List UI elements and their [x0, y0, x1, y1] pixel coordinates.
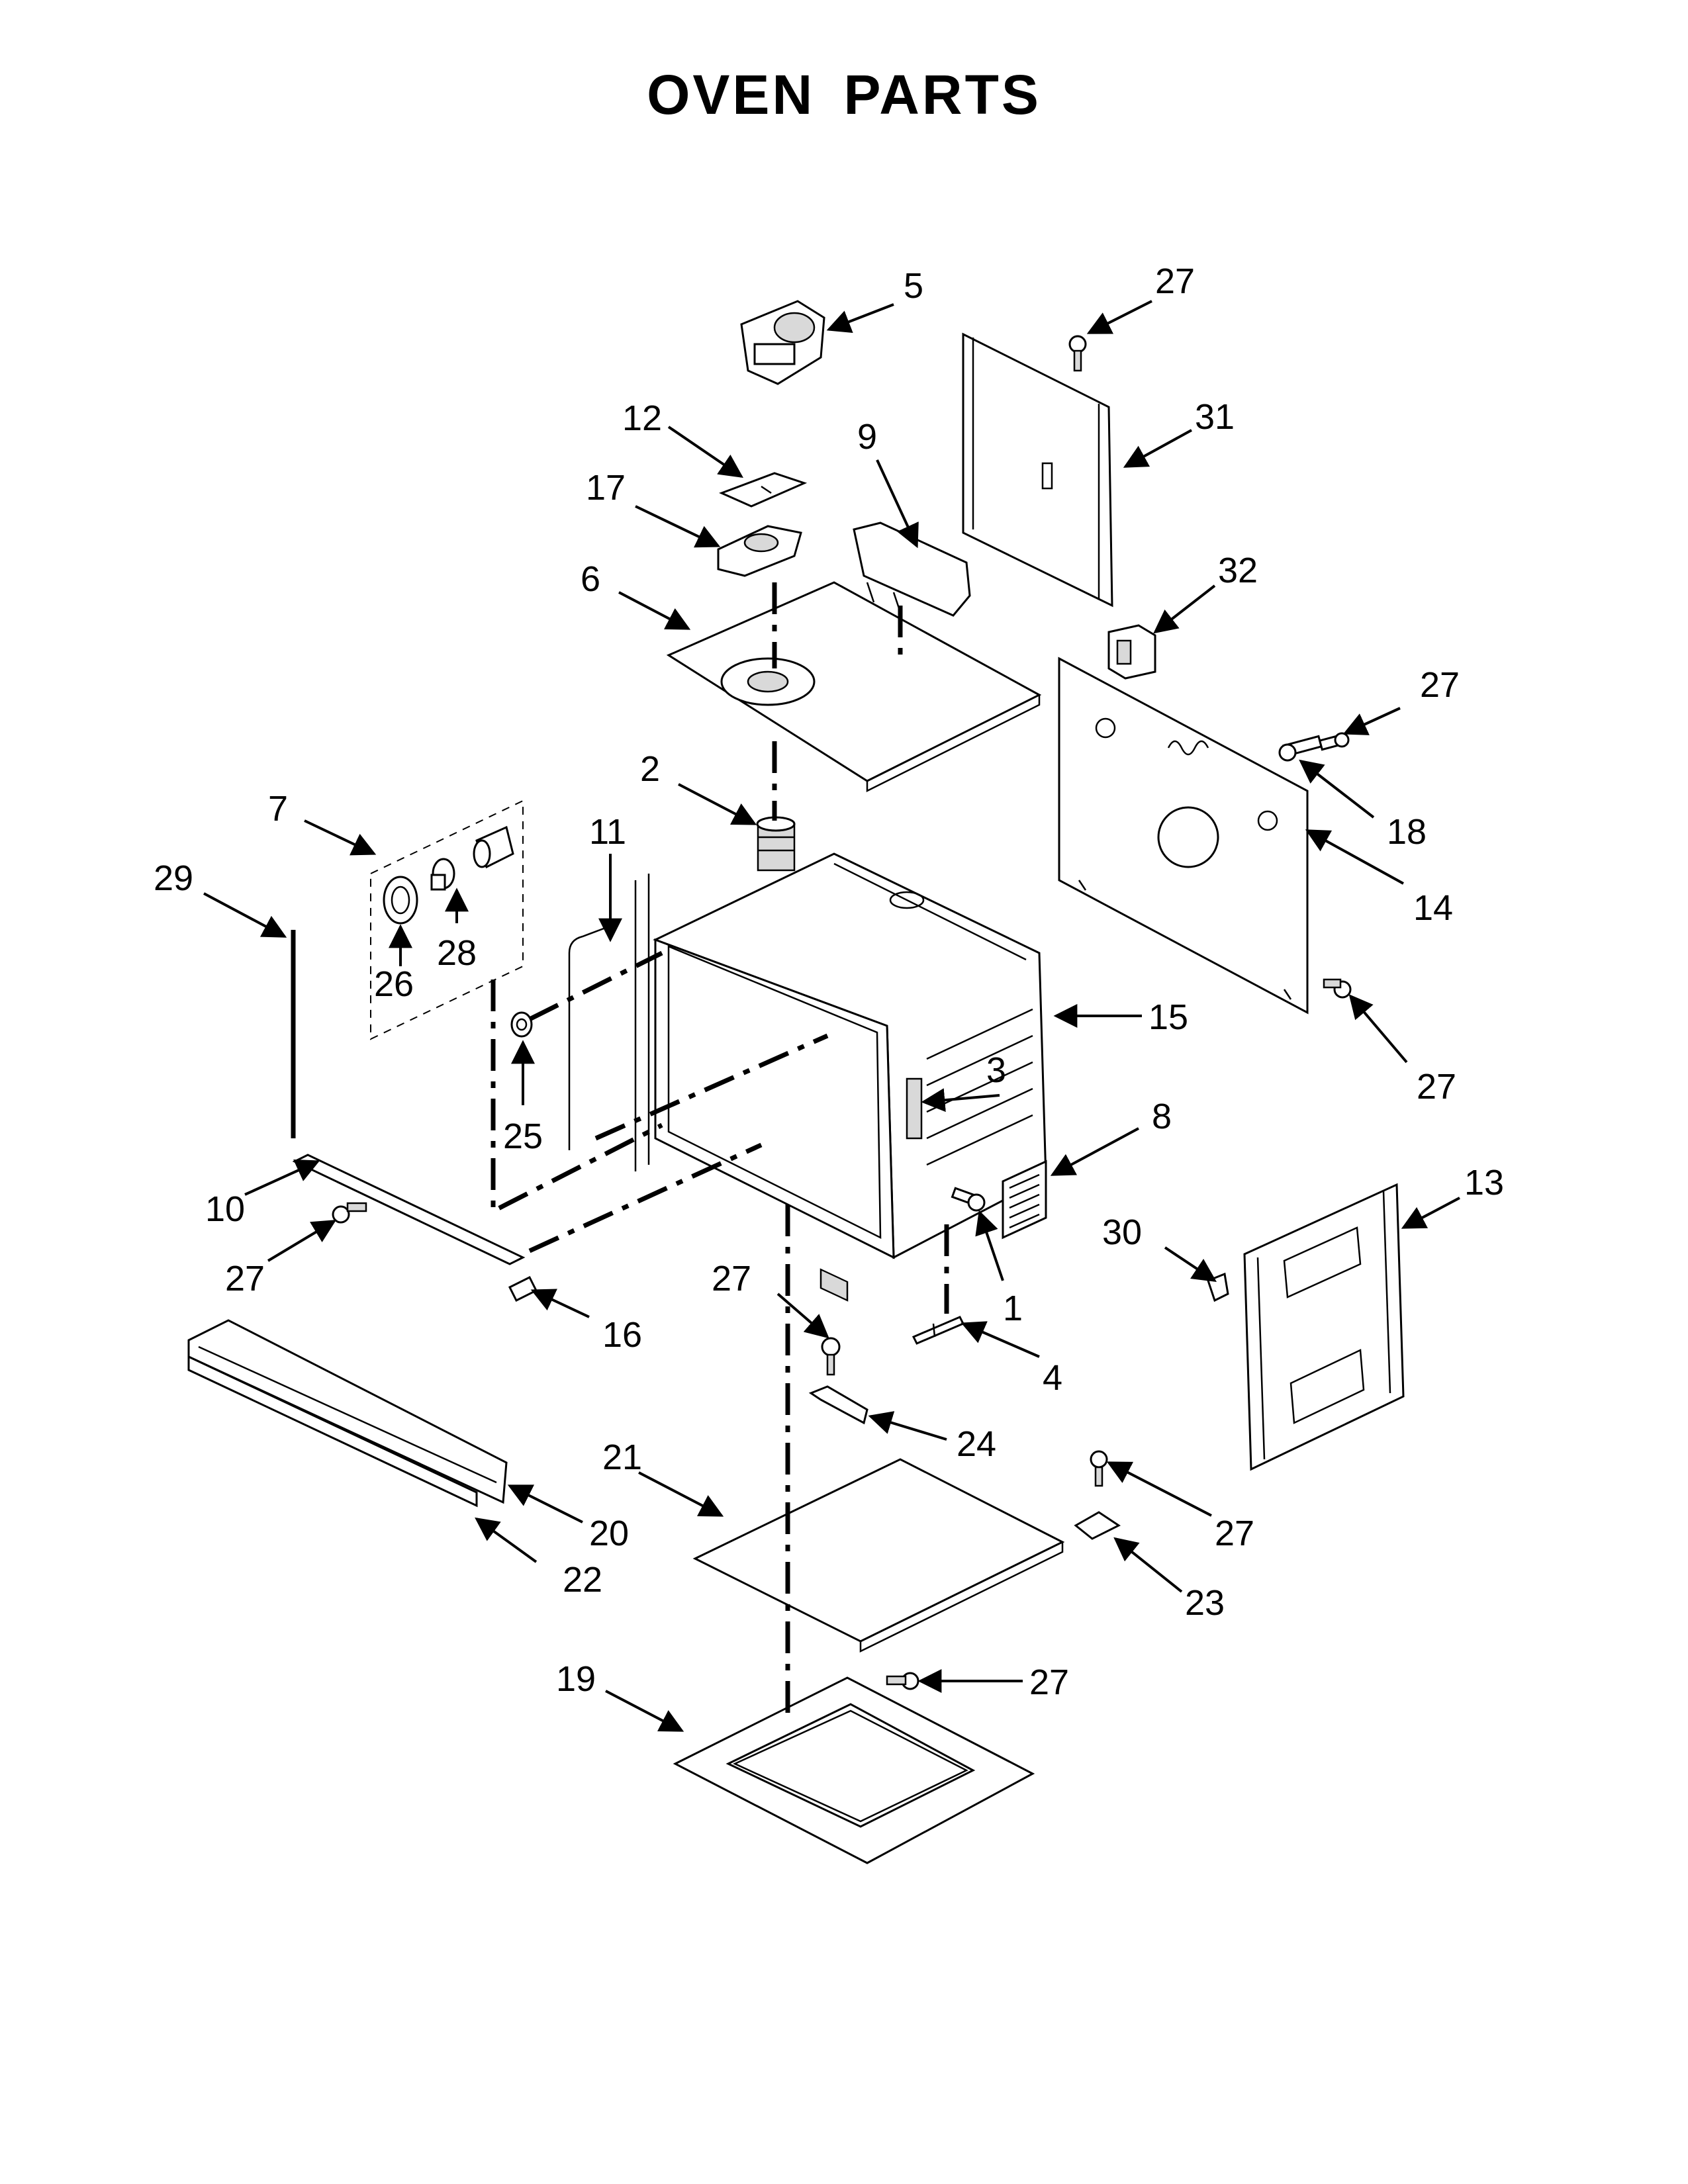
- callout-27-trim: 27: [225, 1259, 265, 1298]
- callout-2: 2: [640, 749, 660, 789]
- callout-30: 30: [1102, 1212, 1142, 1252]
- callout-10: 10: [205, 1189, 245, 1229]
- part-20-lower-trim[interactable]: [187, 1319, 508, 1504]
- part-15-oven-cavity[interactable]: [634, 852, 1047, 1302]
- callout-28: 28: [437, 933, 477, 973]
- part-19-bottom-pan[interactable]: [673, 1676, 1035, 1864]
- part-31-back-panel[interactable]: [962, 332, 1113, 608]
- screw-27-trim[interactable]: [332, 1202, 367, 1224]
- page-title: OVEN PARTS: [647, 64, 1041, 126]
- part-2-convection-motor[interactable]: [756, 816, 796, 872]
- part-7-light-assembly[interactable]: [370, 799, 524, 1040]
- part-32-bracket[interactable]: [1107, 624, 1156, 680]
- part-12-cover-plate[interactable]: [719, 472, 808, 508]
- part-18-sensor[interactable]: [1278, 735, 1323, 762]
- callout-6: 6: [581, 559, 600, 599]
- part-24-bracket[interactable]: [808, 1385, 868, 1425]
- callout-27-top: 27: [1155, 261, 1195, 301]
- part-1-screw[interactable]: [951, 1187, 986, 1212]
- callout-26: 26: [374, 964, 414, 1004]
- screw-27-top[interactable]: [1068, 335, 1087, 372]
- callout-27-lower: 27: [1029, 1662, 1069, 1702]
- callout-13: 13: [1464, 1163, 1504, 1203]
- callout-24: 24: [957, 1424, 996, 1464]
- part-9-duct[interactable]: [853, 522, 971, 617]
- part-25-knob[interactable]: [510, 1011, 533, 1038]
- callout-23: 23: [1185, 1583, 1225, 1623]
- assembly-lines: [491, 582, 949, 1714]
- callout-25: 25: [503, 1116, 543, 1156]
- part-11-wire[interactable]: [568, 925, 610, 1150]
- callout-21: 21: [602, 1437, 642, 1477]
- part-10-side-trim[interactable]: [292, 1154, 526, 1265]
- light-socket[interactable]: [473, 825, 514, 869]
- callout-3: 3: [986, 1050, 1006, 1090]
- part-17-motor-bracket[interactable]: [717, 525, 802, 577]
- callout-16: 16: [602, 1315, 642, 1355]
- part-4-bracket[interactable]: [912, 1316, 965, 1345]
- callout-18: 18: [1387, 812, 1427, 852]
- callout-20: 20: [589, 1514, 629, 1553]
- callout-15: 15: [1149, 997, 1188, 1037]
- callout-27-bottom-center: 27: [712, 1259, 751, 1298]
- callout-14: 14: [1413, 888, 1453, 928]
- callout-12: 12: [622, 398, 662, 438]
- callout-4: 4: [1043, 1358, 1062, 1398]
- callout-27-rear-lower: 27: [1417, 1067, 1456, 1107]
- callout-5: 5: [904, 266, 923, 306]
- callout-27-right: 27: [1215, 1514, 1254, 1553]
- callout-17: 17: [586, 468, 626, 508]
- part-16-hinge-receiver[interactable]: [508, 1275, 538, 1302]
- screw-27-bottom-center[interactable]: [821, 1337, 841, 1376]
- part-6-top-panel[interactable]: [666, 581, 1042, 793]
- part-14-rear-panel[interactable]: [1058, 657, 1309, 1015]
- callout-27-rear-upper: 27: [1420, 665, 1460, 705]
- callout-9: 9: [857, 417, 877, 457]
- part-8-vent-grille[interactable]: [1002, 1160, 1047, 1240]
- callout-labels: 5 27 31 12 9 17 32 6 27 18 2 14 7 11 29 …: [154, 261, 1504, 1702]
- part-13-side-panel[interactable]: [1243, 1183, 1405, 1471]
- part-22-vent-strip[interactable]: [187, 1355, 478, 1508]
- callout-7: 7: [268, 789, 288, 829]
- screw-27-right[interactable]: [1090, 1450, 1108, 1487]
- callout-8: 8: [1152, 1097, 1172, 1136]
- part-28-bulb[interactable]: [430, 858, 455, 891]
- callout-19: 19: [556, 1659, 596, 1699]
- part-3-bracket[interactable]: [906, 1077, 923, 1140]
- part-21-bottom-panel[interactable]: [692, 1458, 1065, 1653]
- callout-22: 22: [563, 1560, 602, 1600]
- part-5-selector-switch[interactable]: [740, 300, 825, 385]
- callout-32: 32: [1218, 551, 1258, 590]
- leader-lines: [203, 300, 1460, 1732]
- screw-27-lower[interactable]: [886, 1672, 919, 1690]
- part-26-lens[interactable]: [383, 876, 418, 925]
- screw-27-rear-lower[interactable]: [1323, 978, 1352, 999]
- screw-27-rear-upper[interactable]: [1318, 732, 1350, 751]
- callout-1: 1: [1003, 1289, 1023, 1328]
- part-23-clip[interactable]: [1074, 1511, 1121, 1540]
- callout-29: 29: [154, 858, 193, 898]
- callout-11: 11: [589, 812, 626, 852]
- callout-31: 31: [1195, 397, 1235, 437]
